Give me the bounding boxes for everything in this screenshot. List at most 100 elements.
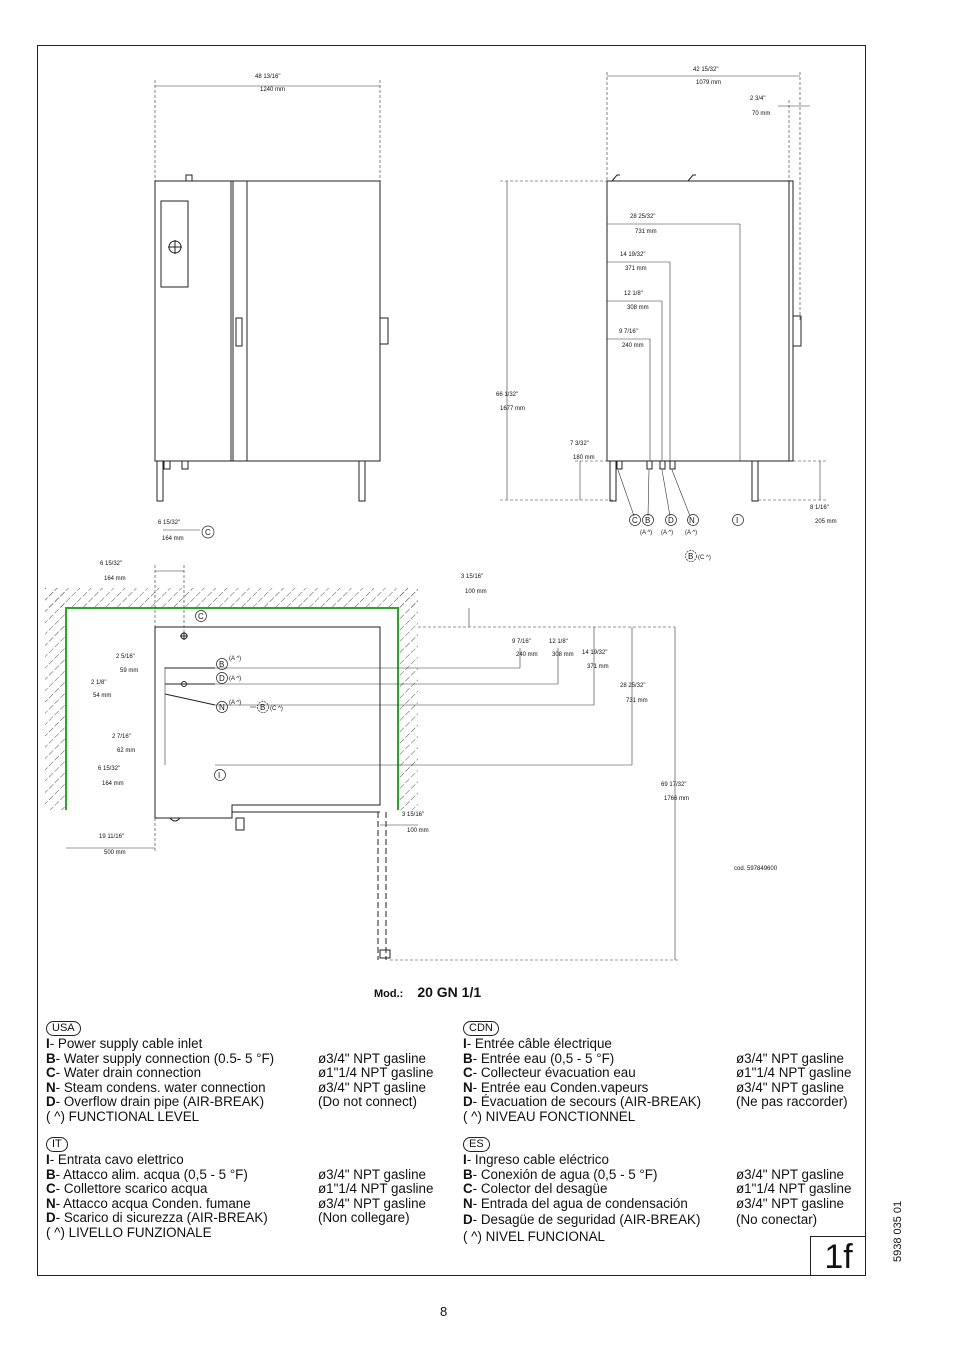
label-side-b2: B bbox=[688, 552, 693, 561]
front-view bbox=[154, 174, 389, 502]
label-plan-c: C bbox=[198, 612, 204, 621]
label-side-d-func: (A ^) bbox=[661, 530, 673, 536]
badge-usa: USA bbox=[46, 1021, 81, 1036]
dim-plan-500-in: 19 11/16" bbox=[99, 834, 124, 840]
dim-side-240-in: 9 7/16" bbox=[619, 329, 638, 335]
dim-side-731-mm: 731 mm bbox=[635, 229, 657, 235]
plan-callouts bbox=[195, 610, 269, 781]
front-dimensions bbox=[154, 80, 381, 531]
dim-side-308-in: 12 1/8" bbox=[624, 291, 643, 297]
callout-c-front: C bbox=[201, 525, 215, 539]
dim-plan-371-in: 14 19/32" bbox=[582, 650, 608, 656]
dim-front-width-mm: 1240 mm bbox=[260, 87, 285, 93]
dim-plan-164-in: 6 15/32" bbox=[100, 561, 122, 567]
label-side-n: N bbox=[689, 516, 695, 525]
dim-plan-731-in: 28 25/32" bbox=[620, 683, 646, 689]
plan-unit bbox=[154, 626, 391, 960]
model-prefix: Mod.: bbox=[374, 988, 404, 1000]
label-plan-n: N bbox=[219, 703, 225, 712]
dim-side-205-in: 8 1/16" bbox=[810, 505, 829, 511]
dim-plan-308-in: 12 1/8" bbox=[549, 639, 568, 645]
dim-plan-54-in: 2 1/8" bbox=[91, 680, 106, 686]
drawing-frame bbox=[37, 45, 866, 1276]
label-side-c: C bbox=[632, 516, 638, 525]
legend-row: D - Évacuation de secours (AIR-BREAK)(Ne… bbox=[463, 1094, 848, 1110]
dim-plan-100b-mm: 100 mm bbox=[407, 828, 429, 834]
badge-it: IT bbox=[46, 1137, 68, 1152]
legend-row: I - Entrata cavo elettrico bbox=[46, 1152, 184, 1167]
dim-plan-164b-mm: 164 mm bbox=[102, 781, 124, 787]
dim-side-depth-in: 42 15/32" bbox=[693, 67, 719, 73]
legend-row: B - Attacco alim. acqua (0,5 - 5 °F)ø3/4… bbox=[46, 1166, 426, 1182]
badge-es: ES bbox=[463, 1137, 490, 1152]
document-number: 5938 035 01 bbox=[892, 1200, 904, 1262]
label-plan-d-func: (A ^) bbox=[229, 676, 241, 682]
legend-usa: USA I - Power supply cable inlet B - Wat… bbox=[46, 1020, 446, 1125]
plan-walls bbox=[45, 588, 418, 810]
dim-plan-164b-in: 6 15/32" bbox=[98, 766, 120, 772]
plan-dimensions bbox=[66, 565, 680, 961]
label-plan-i: I bbox=[218, 771, 220, 780]
label-side-b2-func: (C ^) bbox=[698, 555, 711, 561]
dim-side-308-mm: 308 mm bbox=[627, 305, 649, 311]
legend-row: B - Conexión de agua (0,5 - 5 °F)ø3/4" N… bbox=[463, 1166, 844, 1182]
dim-side-180-in: 7 3/32" bbox=[570, 441, 589, 447]
legend-it: IT I - Entrata cavo elettrico B - Attacc… bbox=[46, 1136, 446, 1241]
dim-plan-371-mm: 371 mm bbox=[587, 664, 609, 670]
legend-row: ( ^) NIVEAU FONCTIONNEL bbox=[463, 1108, 636, 1124]
dim-side-371-in: 14 19/32" bbox=[620, 252, 646, 258]
page-reference: 1f bbox=[810, 1236, 866, 1276]
label-plan-d: D bbox=[219, 674, 225, 683]
dim-plan-59-mm: 59 mm bbox=[120, 668, 138, 674]
technical-drawing: 48 13/16" 1240 mm 6 15/32" 164 mm C bbox=[45, 67, 837, 961]
label-plan-b2-func: (C ^) bbox=[270, 706, 283, 712]
dim-plan-240-in: 9 7/16" bbox=[512, 639, 531, 645]
legend-row: B - Water supply connection (0.5- 5 °F)ø… bbox=[46, 1050, 426, 1066]
dim-plan-54-mm: 54 mm bbox=[93, 693, 111, 699]
dim-plan-100-mm: 100 mm bbox=[465, 589, 487, 595]
dim-plan-59-in: 2 5/16" bbox=[116, 654, 135, 660]
legend-row: I - Power supply cable inlet bbox=[46, 1036, 203, 1051]
badge-cdn: CDN bbox=[463, 1021, 499, 1036]
code-number: cod. 597849600 bbox=[734, 866, 778, 872]
model-line: Mod.:20 GN 1/1 bbox=[374, 984, 481, 1000]
dim-side-depth-mm: 1079 mm bbox=[696, 80, 721, 86]
label-side-n-func: (A ^) bbox=[685, 530, 697, 536]
legend-row: D - Desagüe de seguridad (AIR-BREAK)(No … bbox=[463, 1212, 818, 1228]
dim-plan-62-mm: 62 mm bbox=[117, 748, 135, 754]
dim-side-180-mm: 180 mm bbox=[573, 455, 595, 461]
dim-height-mm: 1677 mm bbox=[500, 406, 525, 412]
dim-side-731-in: 28 25/32" bbox=[630, 214, 656, 220]
label-plan-n-func: (A ^) bbox=[229, 700, 241, 706]
dim-plan-62-in: 2 7/16" bbox=[112, 734, 131, 740]
label-plan-b-func: (A ^) bbox=[229, 656, 241, 662]
legend-row: I - Ingreso cable eléctrico bbox=[463, 1152, 609, 1167]
dim-side-371-mm: 371 mm bbox=[625, 266, 647, 272]
dim-plan-1766-in: 69 17/32" bbox=[661, 782, 687, 788]
dim-side-240-mm: 240 mm bbox=[622, 343, 644, 349]
page-number: 8 bbox=[440, 1304, 448, 1319]
dim-front-width-in: 48 13/16" bbox=[255, 74, 281, 80]
dim-height-in: 66 1/32" bbox=[496, 392, 518, 398]
dim-plan-731-mm: 731 mm bbox=[626, 698, 648, 704]
side-dimensions bbox=[500, 72, 826, 517]
label-plan-b: B bbox=[219, 660, 224, 669]
legend-cdn: CDN I - Entrée câble électrique B - Entr… bbox=[463, 1020, 863, 1125]
dim-plan-308-mm: 308 mm bbox=[552, 652, 574, 658]
dim-front-164-mm: 164 mm bbox=[162, 536, 184, 542]
dim-plan-164-mm: 164 mm bbox=[104, 576, 126, 582]
legend-row: ( ^) LIVELLO FUNZIONALE bbox=[46, 1224, 212, 1240]
label-side-b: B bbox=[645, 516, 650, 525]
side-callouts bbox=[629, 514, 744, 562]
legend-row: D - Overflow drain pipe (AIR-BREAK)(Do n… bbox=[46, 1094, 417, 1110]
label-side-b-func: (A ^) bbox=[640, 530, 652, 536]
dim-handle-in: 2 3/4" bbox=[750, 96, 765, 102]
label-plan-b2: B bbox=[260, 703, 265, 712]
legend-row: D - Scarico di sicurezza (AIR-BREAK)(Non… bbox=[46, 1210, 410, 1226]
dim-plan-100-in: 3 15/16" bbox=[461, 574, 483, 580]
legend-row: ( ^) FUNCTIONAL LEVEL bbox=[46, 1108, 200, 1124]
